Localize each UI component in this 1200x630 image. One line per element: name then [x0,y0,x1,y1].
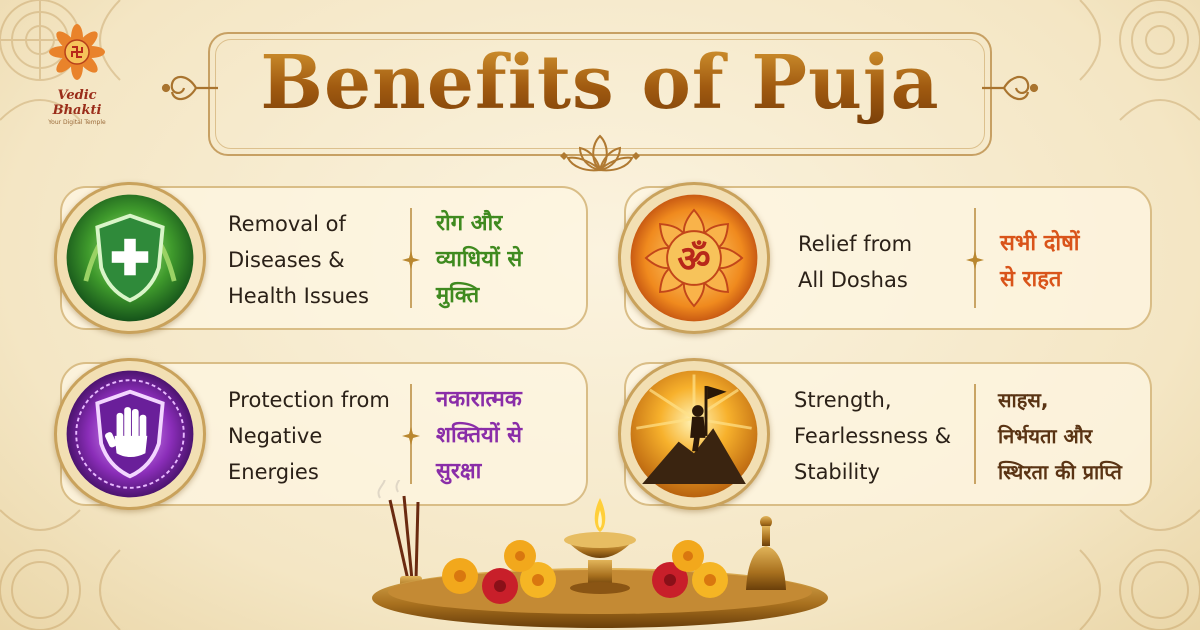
text-line: Energies [228,460,319,484]
text-line: सभी दोषों [1000,231,1080,256]
puja-thali-icon [372,480,828,628]
om-lotus-icon: ॐ [630,194,758,322]
text-line: निर्भयता और [998,424,1093,448]
text-line: Stability [794,460,880,484]
shield-cross-icon [66,194,194,322]
title-frame [208,32,992,156]
mandala-logo-icon [49,24,105,80]
corner-ornament-icon [1079,0,1200,121]
text-line: All Doshas [798,268,908,292]
benefit-title-hi: नकारात्मक शक्तियों से सुरक्षा [436,382,522,490]
text-line: Strength, [794,388,892,412]
divider [974,384,976,484]
text-line: शक्तियों से [436,423,522,448]
text-line: रोग और [436,211,503,236]
text-line: Relief from [798,232,913,256]
benefit-card-protection[interactable]: Protection from Negative Energies नकारात… [54,358,588,510]
corner-ornament-icon [0,509,121,630]
lotus-icon [560,134,640,172]
text-line: Protection from [228,388,390,412]
benefit-title-hi: रोग और व्याधियों से मुक्ति [436,206,522,314]
text-line: स्थिरता की प्राप्ति [998,460,1122,484]
brand-name: Vedic Bhakti [52,88,102,118]
text-line: नकारात्मक [436,387,522,412]
mountain-flag-icon [630,370,758,498]
flourish-icon [982,75,1039,101]
benefit-title-en: Removal of Diseases & Health Issues [228,206,369,314]
sparkle-icon [402,427,420,445]
text-line: से राहत [1000,267,1062,292]
page-title: Benefits of Puja [208,40,992,126]
brand-tagline: Your Digital Temple [48,119,106,126]
sparkle-icon [402,251,420,269]
benefit-card-doshas[interactable]: ॐ Relief from All Doshas सभी दोषों से रा… [618,182,1152,334]
text-line: Removal of [228,212,346,236]
benefit-title-en: Relief from All Doshas [798,226,912,298]
sparkle-icon [966,251,984,269]
text-line: Negative [228,424,323,448]
text-line: Health Issues [228,284,369,308]
medal [54,358,206,510]
brand-logo[interactable]: Vedic Bhakti Your Digital Temple [32,22,122,126]
text-line: साहस, [998,388,1049,412]
benefit-title-hi: सभी दोषों से राहत [1000,226,1080,298]
text-line: Fearlessness & [794,424,952,448]
svg-text:ॐ: ॐ [677,237,710,280]
shield-hand-icon [66,370,194,498]
medal [54,182,206,334]
benefit-title-en: Strength, Fearlessness & Stability [794,382,951,490]
benefit-title-en: Protection from Negative Energies [228,382,390,490]
text-line: सुरक्षा [436,459,482,484]
text-line: Diseases & [228,248,345,272]
benefit-title-hi: साहस, निर्भयता और स्थिरता की प्राप्ति [998,382,1122,490]
text-line: मुक्ति [436,283,480,308]
text-line: व्याधियों से [436,247,523,272]
flourish-icon [161,75,218,101]
corner-ornament-icon [1079,509,1200,630]
benefit-card-strength[interactable]: Strength, Fearlessness & Stability साहस,… [618,358,1152,510]
medal [618,358,770,510]
medal: ॐ [618,182,770,334]
benefit-card-health[interactable]: Removal of Diseases & Health Issues रोग … [54,182,588,334]
